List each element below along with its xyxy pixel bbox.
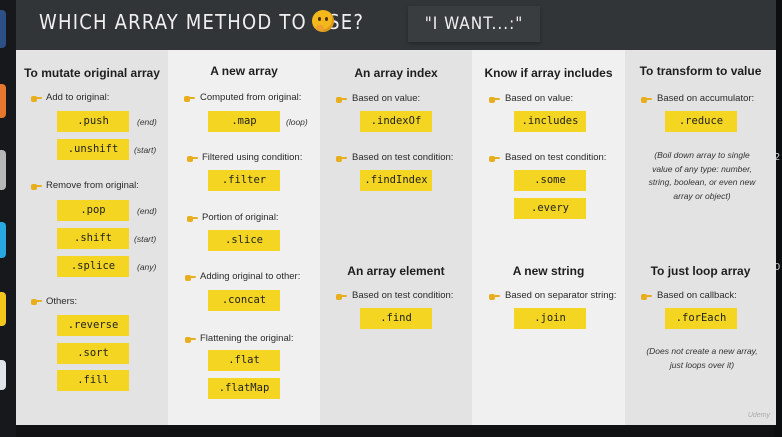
group-label: Based on test condition: (352, 152, 454, 163)
method-note: (end) (137, 206, 157, 216)
method-tag[interactable]: .indexOf (360, 111, 432, 132)
method-tag[interactable]: .slice (208, 230, 280, 251)
column-includes-string: Know if array includes Based on value: .… (472, 50, 625, 425)
pointing-hand-icon (31, 298, 42, 305)
method-tag[interactable]: .reduce (665, 111, 737, 132)
column-index-element: An array index Based on value: .indexOf … (320, 50, 472, 425)
group-label: Based on separator string: (505, 290, 617, 301)
method-note: (end) (137, 117, 157, 127)
method-tag[interactable]: .findIndex (360, 170, 432, 191)
method-tag[interactable]: .push (57, 111, 129, 132)
method-tag[interactable]: .reverse (57, 315, 129, 336)
group-label: Remove from original: (46, 180, 139, 191)
dock-app-icon[interactable] (0, 10, 6, 48)
column-heading: To just loop array (650, 264, 751, 278)
pointing-hand-icon (187, 155, 198, 162)
method-tag[interactable]: .shift (57, 228, 129, 249)
group-label: Based on test condition: (352, 290, 454, 301)
method-tag[interactable]: .sort (57, 343, 129, 364)
column-transform-loop: To transform to value Based on accumulat… (625, 50, 776, 425)
pointing-hand-icon (489, 155, 500, 162)
column-heading: An array index (354, 66, 438, 80)
method-note: (start) (134, 234, 157, 244)
method-tag[interactable]: .map (208, 111, 280, 132)
pointing-hand-icon (187, 215, 198, 222)
right-edge: 2 0 (774, 0, 782, 437)
group-label: Others: (46, 296, 78, 307)
method-tag[interactable]: .join (514, 308, 586, 329)
pointing-hand-icon (336, 96, 347, 103)
method-tag[interactable]: .splice (57, 256, 129, 277)
method-tag[interactable]: .every (514, 198, 586, 219)
column-heading: An array element (347, 264, 445, 278)
method-tag[interactable]: .flatMap (208, 378, 280, 399)
pointing-hand-icon (336, 293, 347, 300)
foreach-description: (Does not create a new array, just loops… (646, 346, 758, 370)
pointing-hand-icon (641, 96, 652, 103)
thinking-face-icon (312, 10, 334, 32)
method-tag[interactable]: .unshift (57, 139, 129, 160)
group-label: Based on value: (505, 93, 574, 104)
method-tag[interactable]: .pop (57, 200, 129, 221)
udemy-watermark: Udemy (747, 412, 770, 419)
slide-title: WHICH ARRAY METHOD TO USE? (39, 10, 365, 34)
slide: WHICH ARRAY METHOD TO USE? "I WANT...:" … (16, 0, 776, 425)
dock-app-icon[interactable] (0, 84, 6, 118)
edge-digit: 0 (774, 262, 781, 273)
column-heading: A new array (210, 64, 278, 78)
column-mutate: To mutate original array Add to original… (16, 50, 168, 425)
method-tag[interactable]: .forEach (665, 308, 737, 329)
column-heading: Know if array includes (484, 66, 613, 80)
column-heading: To mutate original array (24, 66, 160, 80)
group-label: Computed from original: (200, 92, 302, 103)
dock-app-icon[interactable] (0, 150, 6, 190)
dock-app-icon[interactable] (0, 292, 6, 326)
group-label: Filtered using condition: (202, 152, 303, 163)
method-note: (loop) (286, 117, 308, 127)
column-heading: A new string (512, 264, 585, 278)
method-note: (start) (134, 145, 157, 155)
method-tag[interactable]: .concat (208, 290, 280, 311)
group-label: Adding original to other: (200, 271, 301, 282)
dock-app-icon[interactable] (0, 222, 6, 258)
slide-header: WHICH ARRAY METHOD TO USE? "I WANT...:" (16, 0, 776, 50)
dock-app-icon[interactable] (0, 360, 6, 390)
group-label: Portion of original: (202, 212, 279, 223)
edge-digit: 2 (774, 152, 781, 163)
method-tag[interactable]: .some (514, 170, 586, 191)
group-label: Based on test condition: (505, 152, 607, 163)
pointing-hand-icon (336, 155, 347, 162)
pointing-hand-icon (489, 96, 500, 103)
method-tag[interactable]: .find (360, 308, 432, 329)
method-tag[interactable]: .filter (208, 170, 280, 191)
group-label: Based on value: (352, 93, 421, 104)
pointing-hand-icon (31, 183, 42, 190)
pointing-hand-icon (31, 95, 42, 102)
method-note: (any) (137, 262, 157, 272)
column-heading: To transform to value (639, 64, 762, 78)
method-tag[interactable]: .fill (57, 370, 129, 391)
app-dock (0, 0, 16, 437)
pointing-hand-icon (489, 293, 500, 300)
pointing-hand-icon (185, 274, 196, 281)
group-label: Flattening the original: (200, 333, 294, 344)
reduce-description: (Boil down array to single value of any … (648, 150, 756, 201)
want-box: "I WANT...:" (408, 6, 540, 42)
pointing-hand-icon (185, 336, 196, 343)
method-tag[interactable]: .flat (208, 350, 280, 371)
group-label: Add to original: (46, 92, 110, 103)
group-label: Based on accumulator: (657, 93, 755, 104)
method-tag[interactable]: .includes (514, 111, 586, 132)
column-new-array: A new array Computed from original: .map… (168, 50, 320, 425)
pointing-hand-icon (184, 95, 195, 102)
group-label: Based on callback: (657, 290, 737, 301)
pointing-hand-icon (641, 293, 652, 300)
